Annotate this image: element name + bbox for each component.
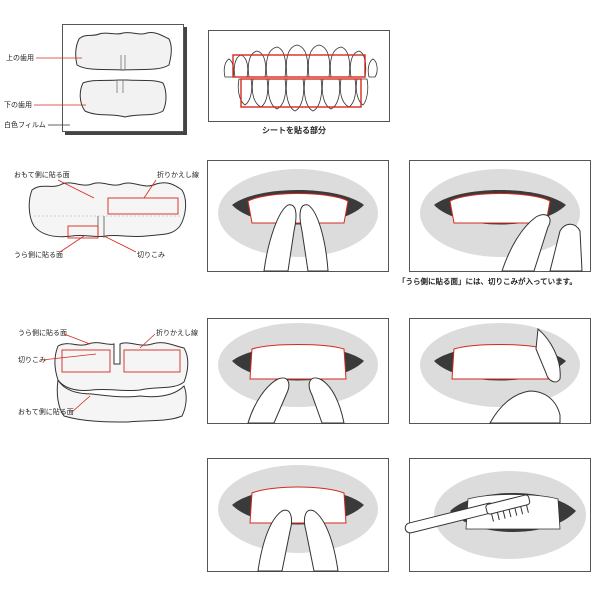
step-apply-upper-inner-illustration bbox=[218, 169, 378, 272]
label-front-face: おもて側に貼る面 bbox=[14, 171, 70, 179]
step-press-illustration bbox=[218, 465, 378, 572]
label-upper-strip: 上の歯用 bbox=[6, 54, 34, 62]
label-notch: 切りこみ bbox=[137, 251, 165, 259]
step-brush-panel bbox=[404, 458, 591, 572]
strip-package-panel bbox=[62, 24, 184, 132]
label-fold-line-2: 折りかえし線 bbox=[156, 329, 198, 337]
label-notch-2: 切りこみ bbox=[18, 356, 46, 364]
label-back-face-2: うら側に貼る面 bbox=[18, 329, 67, 337]
label-back-face: うら側に貼る面 bbox=[14, 251, 63, 259]
step-apply-lower-panel bbox=[207, 318, 389, 424]
step-fold-upper-panel bbox=[409, 160, 591, 272]
label-front-face-2: おもて側に貼る面 bbox=[18, 408, 74, 416]
step-fold-lower-illustration bbox=[420, 323, 580, 424]
label-white-film: 白色フィルム bbox=[4, 121, 46, 129]
teeth-area-illustration bbox=[223, 44, 378, 112]
teeth-area-panel bbox=[208, 30, 390, 122]
toothbrush-illustration bbox=[404, 471, 586, 559]
step-fold-upper-illustration bbox=[420, 169, 583, 272]
step-apply-lower-illustration bbox=[218, 323, 378, 424]
label-lower-strip: 下の歯用 bbox=[4, 101, 32, 109]
caption-apply-area: シートを貼る部分 bbox=[262, 126, 326, 135]
note-back-face-notch: 「うら側に貼る面」には、切りこみが入っています。 bbox=[398, 277, 577, 286]
strip-sheets-illustration bbox=[75, 32, 172, 118]
step-apply-upper-inner-panel bbox=[207, 160, 389, 272]
step-fold-lower-panel bbox=[409, 318, 591, 424]
step-press-panel bbox=[207, 458, 389, 572]
strip-diagram-front bbox=[28, 182, 187, 239]
label-fold-line: 折りかえし線 bbox=[157, 171, 199, 179]
